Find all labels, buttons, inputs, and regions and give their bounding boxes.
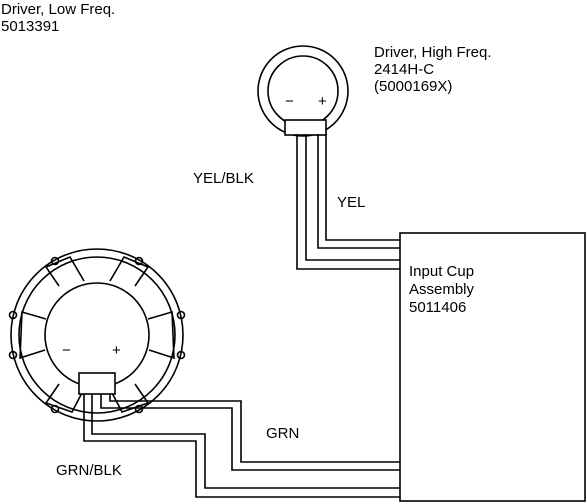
wire-grn-blk [83,394,400,498]
low-freq-driver-terminal [78,372,116,395]
low-freq-plus-label: + [112,342,121,359]
wire-grn [100,394,400,471]
wire-label-yel-blk: YEL/BLK [193,170,254,187]
wire-label-grn: GRN [266,425,299,442]
input-cup-part-number: 5011406 [409,299,466,316]
high-freq-part-number: (5000169X) [374,78,452,95]
wire-yel [317,134,400,249]
low-freq-minus-label: − [62,342,71,359]
high-freq-plus-label: + [318,93,327,110]
low-freq-title: Driver, Low Freq. [1,1,115,18]
wire-label-yel: YEL [337,194,365,211]
input-cup-line1: Input Cup [409,263,474,280]
wire-yel-blk [296,134,400,270]
high-freq-model: 2414H-C [374,61,434,78]
input-cup-line2: Assembly [409,281,475,298]
high-freq-title: Driver, High Freq. [374,44,492,61]
low-freq-part-number: 5013391 [1,18,59,35]
low-freq-driver [8,248,186,422]
high-freq-minus-label: − [285,93,294,110]
high-freq-driver-terminal [284,119,327,136]
wire-label-grn-blk: GRN/BLK [56,462,122,479]
input-cup-box [399,232,586,502]
